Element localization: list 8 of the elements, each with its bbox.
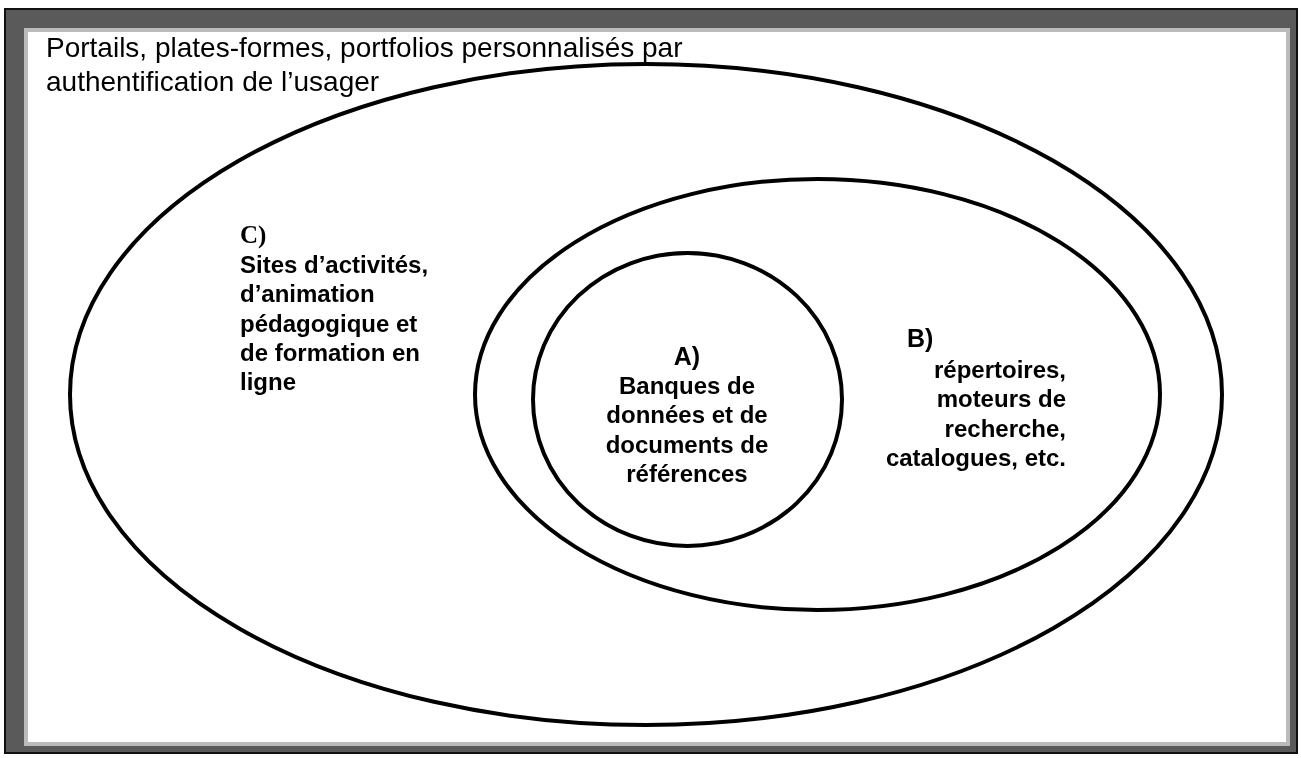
section-letter: B) (907, 323, 935, 354)
frame-box (6, 10, 1296, 752)
section-text: Banques de données et de documents de références (604, 371, 770, 489)
heading-text: Portails, plates-formes, portfolios personnalisés par authentification de l’usager (46, 31, 684, 100)
section-letter: C) (240, 220, 268, 250)
section-text: Sites d’activités, d’animation pédagogique et de formation en ligne (240, 250, 430, 397)
section-letter: A) (672, 341, 702, 372)
section-text: répertoires, moteurs de recherche, catalogues, etc. (884, 355, 1066, 473)
